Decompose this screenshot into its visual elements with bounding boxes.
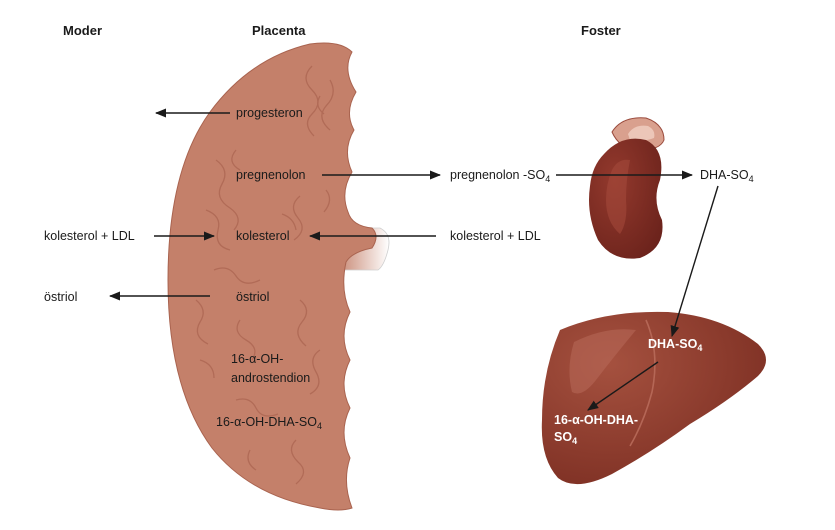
placenta-androstenedione-line1: 16-α-OH- — [231, 352, 283, 366]
placenta-estriol-label: östriol — [236, 290, 269, 304]
fetus-pregnenolone-so4-label: pregnenolon -SO4 — [450, 168, 550, 184]
fetus-cholesterol-ldl-label: kolesterol + LDL — [450, 229, 541, 243]
placenta-shape — [167, 42, 377, 511]
placenta-cholesterol-label: kolesterol — [236, 229, 290, 243]
header-mother: Moder — [63, 23, 102, 38]
fetal-liver — [541, 311, 766, 485]
liver-dha-so4-label: DHA-SO4 — [648, 337, 702, 353]
header-placenta: Placenta — [252, 23, 306, 38]
liver-oh-dha-label-line1: 16-α-OH-DHA- — [554, 413, 638, 427]
placenta-pregnenolone-label: pregnenolon — [236, 168, 306, 182]
header-fetus: Foster — [581, 23, 621, 38]
liver-oh-dha-label-line2: SO4 — [554, 430, 577, 446]
arrow-liver-dha-to-oh-dha — [587, 361, 659, 411]
placenta-progesterone-label: progesteron — [236, 106, 303, 120]
mother-cholesterol-ldl-label: kolesterol + LDL — [44, 229, 135, 243]
mother-estriol-label: östriol — [44, 290, 77, 304]
placenta-oh-dha-so4-label: 16-α-OH-DHA-SO4 — [216, 415, 322, 431]
arrow-adrenal-dha-to-liver — [670, 185, 719, 338]
fetal-adrenal-gland — [589, 117, 665, 259]
fetus-dha-so4-label: DHA-SO4 — [700, 168, 754, 184]
placenta-vein-texture — [195, 65, 334, 485]
placenta-androstenedione-line2: androstendion — [231, 371, 310, 385]
